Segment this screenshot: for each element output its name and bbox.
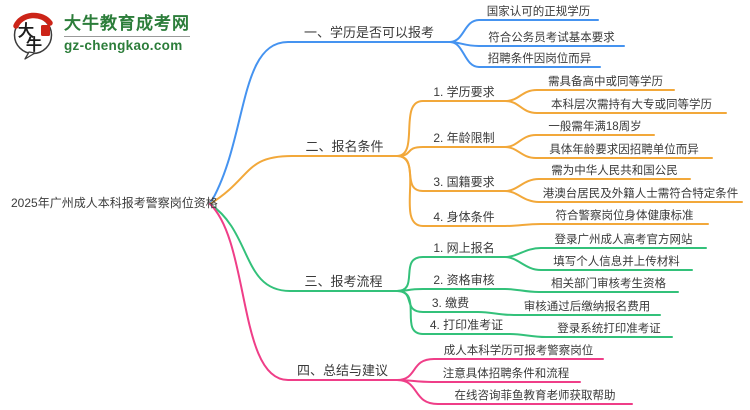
leaf-node: 本科层次需持有大专或同等学历 (551, 99, 712, 111)
child-node: 3. 缴费 (431, 296, 470, 310)
branch3-lines (209, 203, 707, 338)
leaf-node: 需为中华人民共和国公民 (551, 165, 678, 177)
logo-title: 大牛教育成考网 (64, 14, 190, 33)
logo-domain: gz-chengkao.com (64, 38, 183, 53)
leaf-node: 相关部门审核考生资格 (551, 278, 666, 290)
leaf-node: 需具备高中或同等学历 (548, 76, 663, 88)
root-node: 2025年广州成人本科报考警察岗位资格 (11, 196, 218, 210)
leaf-node: 登录系统打印准考证 (557, 323, 661, 335)
branch2-node: 二、报名条件 (305, 139, 384, 154)
branch4-lines (209, 203, 633, 405)
leaf-node: 符合公务员考试基本要求 (488, 32, 615, 44)
leaf-node: 登录广州成人高考官方网站 (554, 234, 693, 246)
branch1-lines (209, 19, 625, 205)
branch3-node: 三、报考流程 (304, 274, 383, 289)
branch2-lines (209, 89, 743, 227)
leaf-node: 港澳台居民及外籍人士需符合特定条件 (542, 188, 739, 200)
child-node: 3. 国籍要求 (433, 175, 495, 189)
child-node: 2. 资格审核 (433, 273, 495, 287)
leaf-node: 填写个人信息并上传材料 (553, 256, 680, 268)
logo-text: 大牛教育成考网 gz-chengkao.com (64, 14, 190, 54)
leaf-node: 招聘条件因岗位而异 (487, 53, 592, 65)
leaf-node: 一般需年满18周岁 (548, 121, 642, 133)
child-node: 4. 身体条件 (433, 210, 495, 224)
leaf-node: 审核通过后缴纳报名费用 (523, 301, 651, 313)
leaf-node: 具体年龄要求因招聘单位而异 (549, 144, 699, 156)
branch1-node: 一、学历是否可以报考 (303, 25, 434, 40)
site-logo: 大 牛 大牛教育成考网 gz-chengkao.com (8, 8, 190, 60)
leaf-node: 符合警察岗位身体健康标准 (555, 210, 694, 222)
leaf-node: 成人本科学历可报考警察岗位 (443, 345, 594, 357)
svg-text:大: 大 (18, 21, 34, 40)
branch4-node: 四、总结与建议 (296, 363, 388, 378)
leaf-node: 注意具体招聘条件和流程 (442, 368, 570, 380)
logo-divider (64, 36, 190, 37)
child-node: 1. 网上报名 (433, 241, 495, 255)
leaf-node: 在线咨询菲鱼教育老师获取帮助 (454, 390, 616, 402)
leaf-node: 国家认可的正规学历 (486, 6, 591, 18)
child-node: 2. 年龄限制 (433, 131, 495, 145)
child-node: 1. 学历要求 (433, 85, 495, 99)
child-node: 4. 打印准考证 (429, 318, 504, 332)
svg-text:牛: 牛 (26, 35, 42, 54)
logo-bull-icon: 大 牛 (8, 8, 60, 60)
